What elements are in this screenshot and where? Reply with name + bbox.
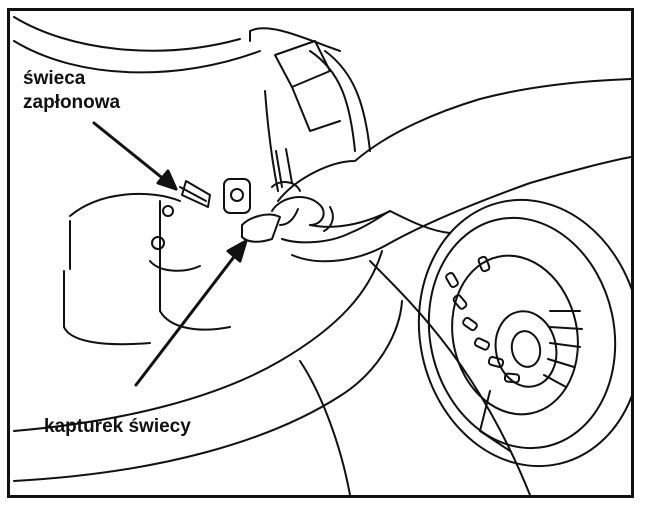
spark-plug-label-line1: świeca <box>23 68 86 89</box>
illustration-frame: świeca zapłonowa kapturek świecy <box>7 8 634 498</box>
spark-plug-cap-label: kapturek świecy <box>44 416 191 437</box>
spark-plug-icon <box>149 178 251 272</box>
wheel-icon <box>417 198 631 468</box>
hand-icon <box>271 78 631 263</box>
mower-engine-illustration <box>13 16 631 495</box>
spark-plug-label-line2: zapłonowa <box>23 92 121 113</box>
pointer-arrow-icon <box>92 121 248 387</box>
engine-top-cover <box>249 27 371 192</box>
